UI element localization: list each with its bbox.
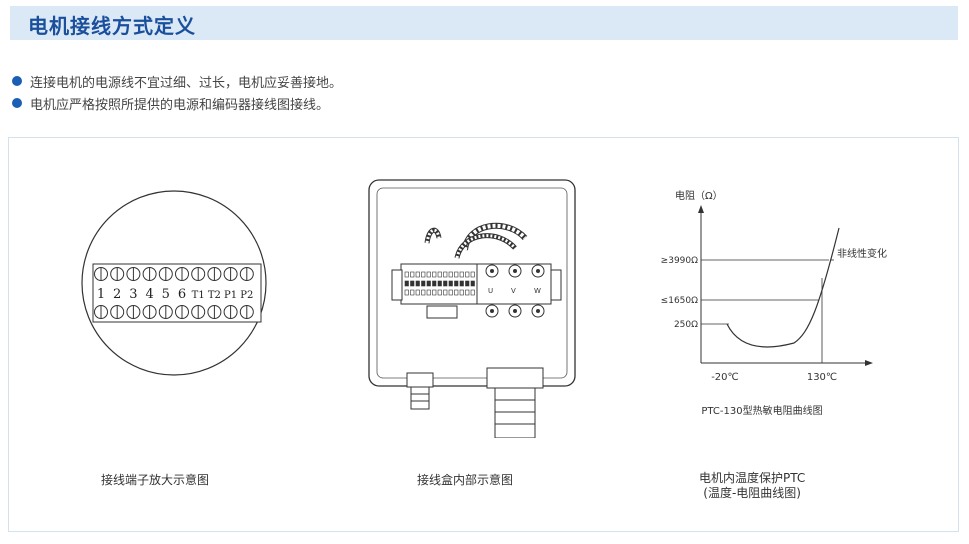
terminal-pin: [470, 271, 475, 278]
ptc-chart-title: PTC-130型热敏电阻曲线图: [701, 404, 822, 417]
phase-w-label: W: [534, 287, 541, 295]
terminal-pin: [443, 280, 448, 287]
page-title: 电机接线方式定义: [28, 14, 196, 38]
terminal-pin: [426, 280, 431, 287]
terminal-pin: [421, 280, 426, 287]
terminal-pin: [448, 271, 453, 278]
y-axis-arrow-icon: [698, 205, 704, 213]
terminal-pin: [410, 280, 415, 287]
terminal-pin: [432, 289, 437, 296]
terminal-pin: [443, 271, 448, 278]
terminal-pin: [426, 271, 431, 278]
terminal-pin: [437, 271, 442, 278]
terminal-pin: [410, 271, 415, 278]
terminal-pin: [432, 271, 437, 278]
terminal-label: T2: [208, 290, 221, 301]
terminal-pin: [426, 289, 431, 296]
terminal-pin: [421, 271, 426, 278]
level-3990-label: ≥3990Ω: [661, 256, 698, 266]
terminal-label: 6: [178, 287, 186, 302]
terminal-pin: [470, 280, 475, 287]
terminal-pin: [437, 280, 442, 287]
terminal-pin: [432, 280, 437, 287]
terminal-pin: [443, 289, 448, 296]
bullet-item: 电机应严格按照所提供的电源和编码器接线图接线。: [12, 92, 342, 114]
ptc-curve-figure: 电阻（Ω） ≥3990Ω ≤1650Ω 250Ω 非线性变化 -20℃ 130℃…: [661, 189, 887, 417]
phase-u-label: U: [488, 287, 493, 295]
title-bar: 电机接线方式定义: [10, 6, 958, 40]
x-mark-130: 130℃: [807, 372, 837, 383]
nonlinear-annotation: 非线性变化: [837, 247, 887, 260]
terminal-pin: [448, 280, 453, 287]
terminal-pin: [465, 289, 470, 296]
bullet-text: 电机应严格按照所提供的电源和编码器接线图接线。: [30, 97, 330, 113]
x-mark-minus20: -20℃: [711, 372, 739, 383]
x-axis-arrow-icon: [865, 360, 873, 366]
terminal-label: 5: [162, 287, 170, 302]
level-1650-label: ≤1650Ω: [661, 296, 698, 306]
ptc-curve: [726, 227, 840, 348]
bullet-dot-icon: [12, 76, 22, 86]
junction-box-caption: 接线盒内部示意图: [417, 473, 514, 487]
ptc-ylabel: 电阻（Ω）: [675, 189, 723, 202]
terminal-pin: [459, 289, 464, 296]
ptc-caption-line1: 电机内温度保护PTC: [699, 471, 806, 485]
bullet-dot-icon: [12, 98, 22, 108]
terminal-pin: [404, 271, 409, 278]
terminal-pin: [421, 289, 426, 296]
terminal-pin: [454, 289, 459, 296]
terminal-label: 3: [129, 287, 137, 302]
level-250-label: 250Ω: [674, 320, 698, 330]
bullet-text: 连接电机的电源线不宜过细、过长，电机应妥善接地。: [30, 75, 343, 91]
terminal-pin: [410, 289, 415, 296]
junction-terminal-pins: [404, 271, 475, 296]
terminal-pin: [448, 289, 453, 296]
terminal-label: P1: [224, 290, 237, 301]
terminal-pin: [454, 271, 459, 278]
terminal-caption: 接线端子放大示意图: [101, 473, 210, 487]
terminal-label: 2: [113, 287, 121, 302]
terminal-pin: [465, 271, 470, 278]
terminal-pin: [404, 289, 409, 296]
ptc-caption-line2: (温度-电阻曲线图): [703, 486, 801, 500]
bullet-item: 连接电机的电源线不宜过细、过长，电机应妥善接地。: [12, 70, 342, 92]
terminal-screws-bottom: [94, 305, 254, 319]
terminal-pin: [415, 280, 420, 287]
terminal-pin: [437, 289, 442, 296]
terminal-pin: [465, 280, 470, 287]
terminal-pin: [459, 280, 464, 287]
terminal-label: P2: [240, 290, 253, 301]
terminal-pin: [415, 289, 420, 296]
terminal-pin: [415, 271, 420, 278]
terminal-label: 4: [145, 287, 153, 302]
ptc-caption: 电机内温度保护PTC (温度-电阻曲线图): [699, 471, 805, 501]
terminal-label: 1: [97, 287, 105, 302]
terminal-pin: [454, 280, 459, 287]
junction-box-figure: U V W: [368, 179, 576, 438]
terminal-screws-top: [94, 267, 254, 281]
bullet-list: 连接电机的电源线不宜过细、过长，电机应妥善接地。 电机应严格按照所提供的电源和编…: [12, 70, 342, 114]
phase-v-label: V: [511, 287, 516, 295]
terminal-pin: [404, 280, 409, 287]
terminal-pin: [470, 289, 475, 296]
terminal-label: T1: [192, 290, 205, 301]
terminal-pin: [459, 271, 464, 278]
